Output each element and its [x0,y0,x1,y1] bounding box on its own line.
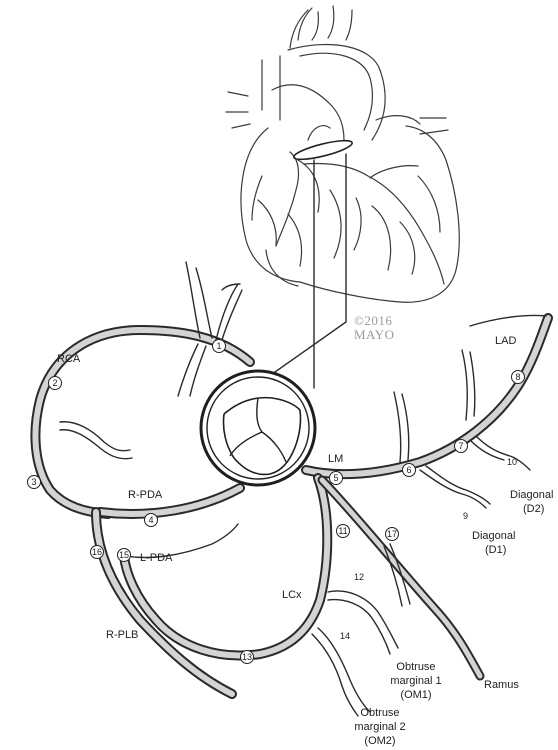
segment-5-marker: 5 [330,472,343,485]
segment-4-marker: 4 [145,514,158,527]
label-lpda: L-PDA [140,552,173,564]
label-rplb: R-PLB [106,629,138,641]
svg-text:5: 5 [333,473,338,483]
segment-3-marker: 3 [28,476,41,489]
copyright-year: ©2016 [354,313,392,328]
svg-text:3: 3 [31,477,36,487]
label-ramus: Ramus [484,679,519,691]
label-om2-line3: (OM2) [364,735,395,747]
segment-10-label: 10 [507,457,517,467]
label-lad: LAD [495,335,516,347]
valve-pointer-lines [258,154,346,388]
segment-17-marker: 17 [386,528,399,541]
label-diagonal-d1-abbr: (D1) [485,544,506,556]
svg-text:15: 15 [119,550,129,560]
copyright-owner: MAYO [354,327,395,342]
om1-branch [328,591,398,654]
label-lm: LM [328,453,343,465]
label-diagonal-d2-abbr: (D2) [523,503,544,515]
segment-9-label: 9 [463,511,468,521]
heart-illustration [226,6,459,302]
svg-text:13: 13 [242,652,252,662]
svg-text:16: 16 [92,547,102,557]
svg-text:11: 11 [338,526,347,536]
ramus-vessel [322,480,480,676]
segment-1-marker: 1 [213,340,226,353]
label-om1-line2: marginal 1 [390,675,441,687]
aortic-valve [201,371,315,485]
label-om2-line1: Obtruse [360,707,399,719]
label-om2-line2: marginal 2 [354,721,405,733]
label-diagonal-d2-name: Diagonal [510,489,553,501]
label-om1-line3: (OM1) [400,689,431,701]
svg-text:2: 2 [52,378,57,388]
rpda-vessel [100,488,240,514]
segment-7-marker: 7 [455,440,468,453]
segment-6-marker: 6 [403,464,416,477]
label-om1-line1: Obtruse [396,661,435,673]
label-rpda: R-PDA [128,489,163,501]
label-diagonal-d1-name: Diagonal [472,530,515,542]
svg-text:17: 17 [387,529,397,539]
svg-text:4: 4 [148,515,153,525]
lad-branches [394,350,530,508]
segment-11-marker: 11 [337,525,350,538]
label-lcx: LCx [282,589,302,601]
segment-12-label: 12 [354,572,364,582]
segment-15-marker: 15 [118,549,131,562]
label-rca: RCA [57,353,81,365]
om2-branch [312,628,370,716]
segment-8-marker: 8 [512,371,525,384]
segment-14-label: 14 [340,631,350,641]
svg-text:1: 1 [216,341,221,351]
svg-text:8: 8 [515,372,520,382]
svg-text:7: 7 [458,441,463,451]
segment-13-marker: 13 [241,651,254,664]
svg-text:6: 6 [406,465,411,475]
segment-2-marker: 2 [49,377,62,390]
segment-16-marker: 16 [91,546,104,559]
rplb-vessel [96,512,232,694]
